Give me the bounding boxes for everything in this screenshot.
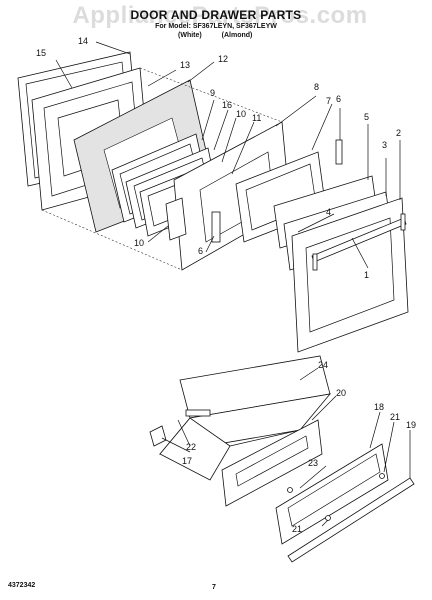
screw-b <box>325 515 331 521</box>
callout-19: 19 <box>406 420 416 430</box>
callout-24: 24 <box>318 360 328 370</box>
callout-10-lower: 10 <box>134 238 144 248</box>
handle-mount-left <box>312 253 318 271</box>
callout-13: 13 <box>180 60 190 70</box>
color-variants: (White) (Almond) <box>178 32 318 39</box>
callout-1: 1 <box>364 270 369 280</box>
bracket-upper <box>335 139 343 165</box>
door-exploded-view <box>17 51 409 353</box>
callout-11: 11 <box>252 113 261 123</box>
callout-21-upper: 21 <box>390 412 400 422</box>
callout-20: 20 <box>336 388 346 398</box>
drawer-clip <box>149 425 167 447</box>
drawer-slide <box>185 409 211 417</box>
drawer-trim <box>287 477 415 563</box>
callout-21-lower: 21 <box>292 524 302 534</box>
drawer-inner-panel <box>221 419 323 507</box>
callout-10-upper: 10 <box>236 109 246 119</box>
callout-15: 15 <box>36 48 46 58</box>
callout-9: 9 <box>210 88 215 98</box>
color-almond-label: (Almond) <box>221 32 253 39</box>
drawer-edge <box>229 429 301 447</box>
callout-14: 14 <box>78 36 88 46</box>
handle-mount-right <box>400 213 406 231</box>
callout-16: 16 <box>222 100 232 110</box>
hinge-clip <box>165 197 187 241</box>
callout-4: 4 <box>326 207 331 217</box>
callout-7: 7 <box>326 96 331 106</box>
door-frame <box>291 197 409 353</box>
drawer-inner-panel-slot <box>235 435 309 487</box>
drawer-exploded-view <box>149 355 415 563</box>
callout-5: 5 <box>364 112 369 122</box>
model-line: For Model: SF367LEYN, SF367LEYW <box>155 23 277 30</box>
screw-c <box>379 473 385 479</box>
callout-labels: 15 14 13 12 9 16 10 11 8 7 6 5 3 2 4 1 1… <box>36 36 416 534</box>
bracket-lower <box>211 211 221 243</box>
leader-lines <box>55 41 411 527</box>
callout-6-lower: 6 <box>198 246 203 256</box>
color-white-label: (White) <box>178 32 202 39</box>
callout-23: 23 <box>308 458 318 468</box>
callout-6-upper: 6 <box>336 94 341 104</box>
callout-2: 2 <box>396 128 401 138</box>
page-title: DOOR AND DRAWER PARTS <box>130 8 302 22</box>
page-number: 7 <box>212 584 216 591</box>
callout-8: 8 <box>314 82 319 92</box>
guide-line-b <box>41 209 183 271</box>
drawer-front-inner <box>287 453 381 527</box>
callout-22: 22 <box>186 442 196 452</box>
callout-12: 12 <box>218 54 228 64</box>
screw-a <box>287 487 293 493</box>
watermark: AppliancePartsPros.com <box>72 2 368 29</box>
callout-17: 17 <box>182 456 192 466</box>
door-frame-inner <box>305 217 395 333</box>
callout-3: 3 <box>382 140 387 150</box>
callout-18: 18 <box>374 402 384 412</box>
document-code: 4372342 <box>8 582 36 589</box>
